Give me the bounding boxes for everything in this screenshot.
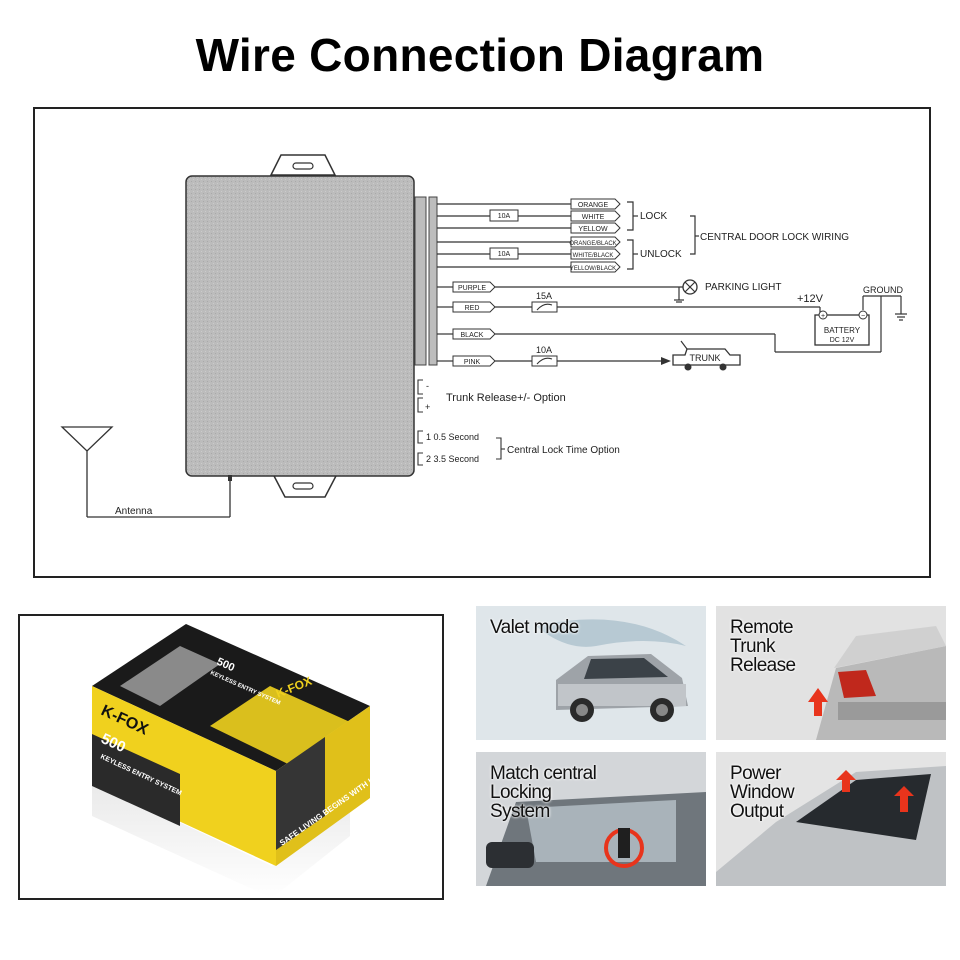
trunk-car-icon	[672, 340, 741, 371]
control-module	[185, 175, 415, 477]
arrow-up-icon	[808, 688, 828, 716]
mount-tab-bottom	[271, 473, 339, 498]
feature-tile-valet-mode: Valet mode	[476, 606, 706, 740]
feature-label: Remote Trunk Release	[730, 617, 796, 676]
unlock-label: UNLOCK	[640, 249, 682, 260]
svg-text:PINK: PINK	[464, 359, 481, 366]
svg-text:10A: 10A	[536, 345, 552, 355]
feature-label: Valet mode	[490, 617, 579, 638]
relay-a: 10A	[489, 209, 519, 222]
wire-tag-black: BLACK	[452, 328, 496, 340]
product-box-photo: K-FOX 500 KEYLESS ENTRY SYSTEM SAFE LIVI…	[18, 614, 444, 900]
svg-text:WHITE: WHITE	[582, 214, 605, 221]
wire-tag-pink: PINK	[452, 355, 496, 367]
antenna-label: Antenna	[115, 506, 153, 517]
svg-text:ORANGE: ORANGE	[578, 202, 609, 209]
feature-tile-central-locking: Match central Locking System	[476, 752, 706, 886]
svg-text:YELLOW: YELLOW	[578, 226, 608, 233]
central-lock-time-label: Central Lock Time Option	[507, 445, 620, 456]
feature-label: Match central Locking System	[490, 763, 597, 822]
battery-icon: + − BATTERY DC 12V	[814, 310, 870, 346]
svg-text:PURPLE: PURPLE	[458, 285, 486, 292]
page-title: Wire Connection Diagram	[195, 29, 765, 81]
plus-12v-label: +12V	[797, 293, 824, 305]
ground-label: GROUND	[863, 285, 903, 295]
wire-tag-red: RED	[452, 301, 496, 313]
feature-tile-power-window: Power Window Output	[716, 752, 946, 886]
wire-tag-yellow: YELLOW	[570, 222, 621, 234]
svg-text:10A: 10A	[498, 213, 511, 220]
svg-text:YELLOW/BLACK: YELLOW/BLACK	[570, 266, 616, 272]
lock-label: LOCK	[640, 211, 668, 222]
wire-harness-connector	[414, 196, 438, 366]
trunk-label: TRUNK	[690, 353, 721, 363]
wire-tag-yellow-black: YELLOW/BLACK	[570, 261, 621, 273]
mount-tab-top	[269, 154, 337, 176]
feature-tile-remote-trunk-release: Remote Trunk Release	[716, 606, 946, 740]
lock-time-option-2: 2 3.5 Second	[426, 454, 479, 464]
wire-tag-purple: PURPLE	[452, 281, 496, 293]
lock-time-option-1: 1 0.5 Second	[426, 432, 479, 442]
window-arrow-icon	[836, 770, 856, 792]
fuse-10a: 10A	[531, 345, 558, 367]
relay-b: 10A	[489, 247, 519, 260]
antenna-icon	[60, 426, 231, 518]
wire-tag-orange: ORANGE	[570, 198, 621, 210]
svg-text:+: +	[821, 313, 825, 320]
svg-text:RED: RED	[465, 305, 480, 312]
parking-light-bulb-icon	[682, 279, 698, 295]
svg-text:WHITE/BLACK: WHITE/BLACK	[573, 253, 614, 259]
svg-text:15A: 15A	[536, 291, 552, 301]
trunk-minus-label: -	[426, 381, 429, 391]
box-front-face	[92, 686, 276, 866]
central-door-lock-label: CENTRAL DOOR LOCK WIRING	[700, 232, 849, 243]
wire-tag-white-black: WHITE/BLACK	[570, 248, 621, 260]
svg-text:10A: 10A	[498, 251, 511, 258]
svg-text:BLACK: BLACK	[461, 332, 484, 339]
svg-text:BATTERY: BATTERY	[824, 326, 861, 335]
wire-tag-orange-black: ORANGE/BLACK	[569, 236, 621, 248]
wire-tag-white: WHITE	[570, 210, 621, 222]
svg-text:ORANGE/BLACK: ORANGE/BLACK	[569, 241, 616, 247]
trunk-release-option-label: Trunk Release+/- Option	[446, 392, 566, 404]
trunk-arrow-icon	[661, 357, 671, 365]
wiring-diagram: 10A 10A ORANGE WHITE YELLOW ORANGE/BLACK…	[33, 107, 931, 578]
parking-light-label: PARKING LIGHT	[705, 282, 782, 293]
feature-label: Power Window Output	[730, 763, 795, 822]
fuse-15a: 15A	[531, 291, 558, 313]
trunk-plus-label: +	[425, 402, 430, 412]
svg-text:DC 12V: DC 12V	[830, 337, 855, 344]
svg-text:−: −	[861, 313, 865, 320]
